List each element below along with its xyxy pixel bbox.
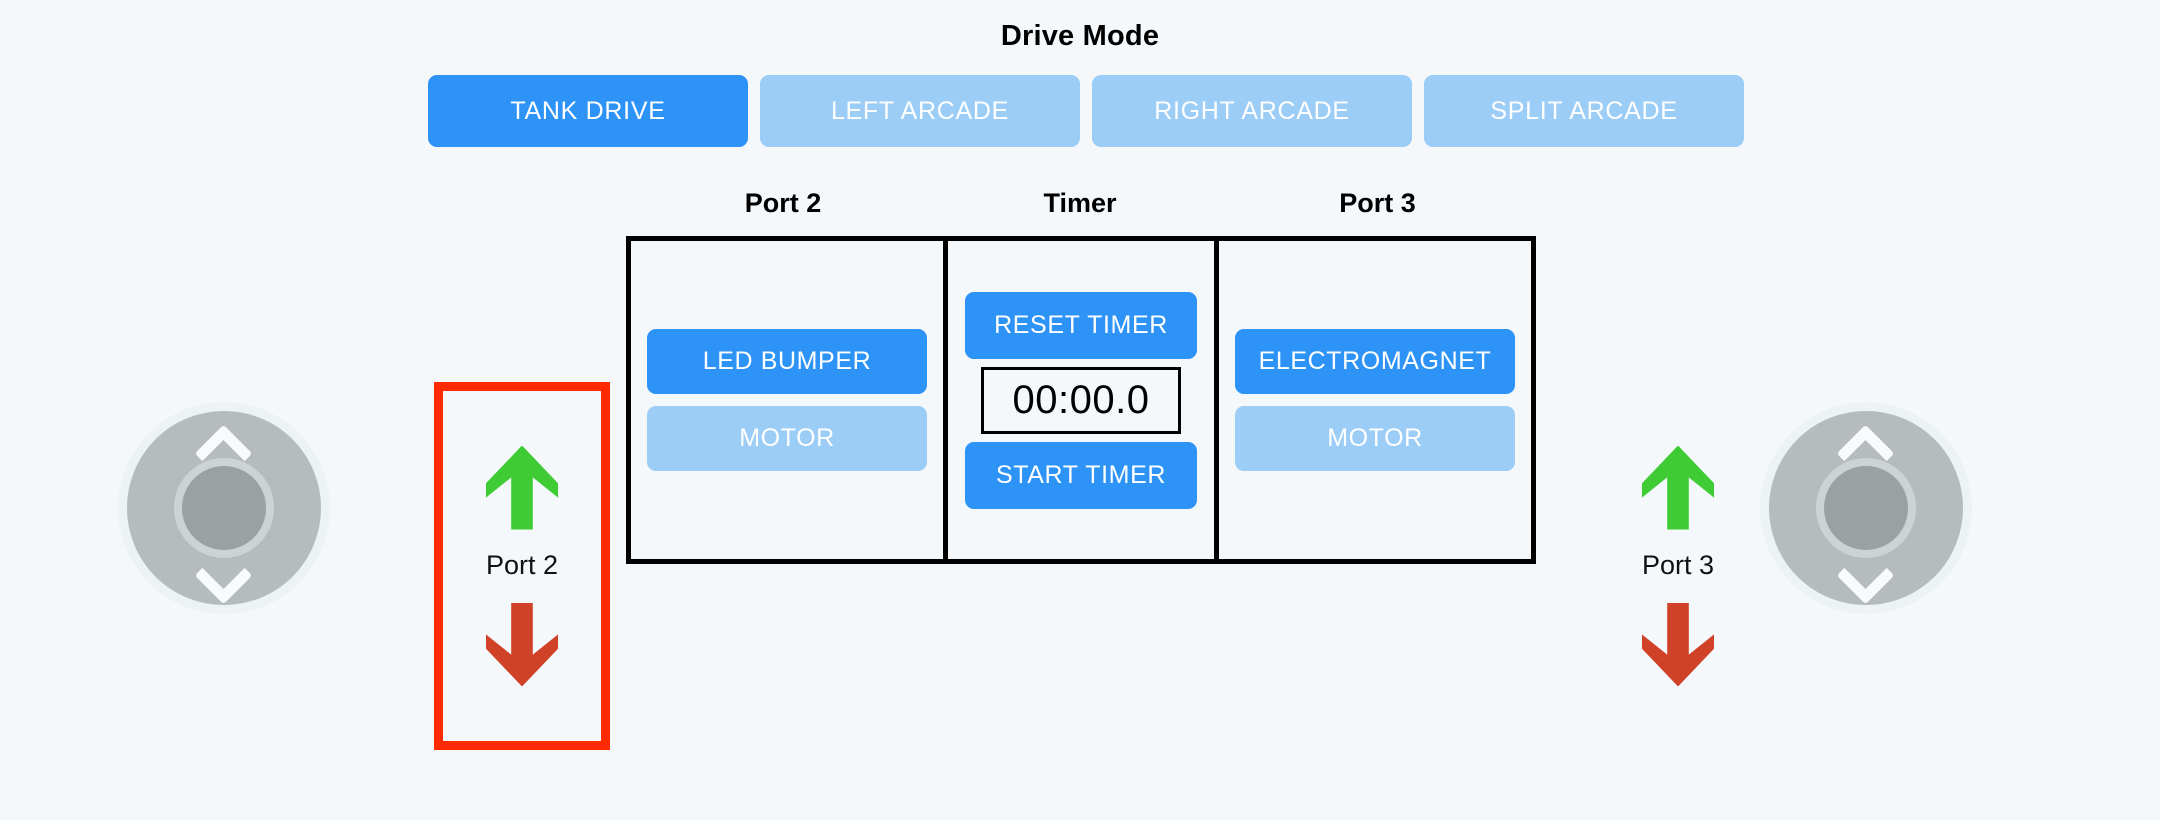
- chevron-up-icon: [1839, 429, 1893, 455]
- start-timer-button[interactable]: START TIMER: [965, 441, 1197, 509]
- panel-heading-port3: Port 3: [1339, 188, 1416, 218]
- drive-mode-split-arcade[interactable]: SPLIT ARCADE: [1424, 75, 1744, 147]
- panel-column-timer: RESET TIMER 00:00.0 START TIMER: [943, 241, 1219, 559]
- timer-display: 00:00.0: [981, 366, 1181, 434]
- port3-device-motor[interactable]: MOTOR: [1235, 406, 1515, 471]
- panel-heading-port2: Port 2: [744, 188, 822, 218]
- joystick-left[interactable]: [118, 402, 330, 614]
- panel-column-port3: ELECTROMAGNET MOTOR: [1219, 241, 1531, 559]
- port3-control-label: Port 3: [1641, 549, 1715, 580]
- drive-mode-left-arcade[interactable]: LEFT ARCADE: [760, 75, 1080, 147]
- arrow-down-icon[interactable]: [486, 602, 558, 687]
- port3-device-electromagnet[interactable]: ELECTROMAGNET: [1235, 329, 1515, 394]
- arrow-up-icon[interactable]: [486, 445, 558, 530]
- joystick-right[interactable]: [1760, 402, 1972, 614]
- drive-mode-tank-drive[interactable]: TANK DRIVE: [428, 75, 748, 147]
- port2-control-label: Port 2: [485, 549, 559, 580]
- chevron-down-icon: [197, 561, 251, 587]
- port2-device-motor[interactable]: MOTOR: [647, 406, 927, 471]
- arrow-up-icon[interactable]: [1642, 445, 1714, 530]
- panel-column-port2: LED BUMPER MOTOR: [631, 241, 943, 559]
- port3-arrow-control[interactable]: Port 3: [1590, 382, 1766, 750]
- panel-heading-timer: Timer: [1043, 188, 1117, 218]
- drive-mode-button-group: TANK DRIVE LEFT ARCADE RIGHT ARCADE SPLI…: [428, 75, 1744, 147]
- reset-timer-button[interactable]: RESET TIMER: [965, 291, 1197, 359]
- drive-mode-right-arcade[interactable]: RIGHT ARCADE: [1092, 75, 1412, 147]
- port2-arrow-control[interactable]: Port 2: [434, 382, 610, 750]
- page-title: Drive Mode: [1000, 20, 1160, 52]
- chevron-down-icon: [1839, 561, 1893, 587]
- port2-device-led-bumper[interactable]: LED BUMPER: [647, 329, 927, 394]
- chevron-up-icon: [197, 429, 251, 455]
- arrow-down-icon[interactable]: [1642, 602, 1714, 687]
- control-panel: LED BUMPER MOTOR RESET TIMER 00:00.0 STA…: [626, 236, 1536, 564]
